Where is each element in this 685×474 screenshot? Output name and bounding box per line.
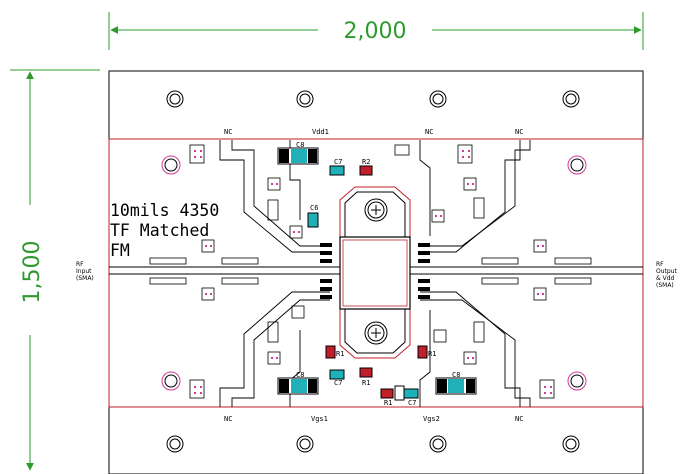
rf-input-label: RF Input (SMA) — [76, 261, 94, 282]
resistor-r1-br — [417, 345, 428, 359]
capacitor-c6 — [307, 212, 319, 228]
pin-label-bottom-1: NC — [224, 415, 232, 423]
label-c7-bl: C7 — [334, 379, 342, 387]
pin-labels: NC Vdd1 NC NC NC Vgs1 Vgs2 NC — [224, 128, 523, 423]
mounting-holes — [166, 90, 580, 453]
height-dimension: 1,500 — [10, 69, 100, 471]
board-notes: 10mils 4350 TF Matched FM — [110, 201, 219, 260]
mount-hole-icon — [296, 90, 314, 108]
rf-input-label-3: (SMA) — [76, 275, 94, 282]
mount-hole-icon — [166, 435, 184, 453]
rf-output-label-1: RF — [656, 261, 664, 268]
capacitor-c8-br — [435, 377, 477, 395]
mount-hole-icon — [296, 435, 314, 453]
rf-input-label-1: RF — [76, 261, 84, 268]
component-labels: C8 C7 R2 C6 C8 C7 R1 R1 R1 C7 C8 R1 — [296, 141, 460, 407]
mount-hole-icon — [429, 90, 447, 108]
pin-label-bottom-3: Vgs2 — [423, 415, 440, 423]
pin-label-top-2: Vdd1 — [312, 128, 329, 136]
pin-label-bottom-2: Vgs1 — [311, 415, 328, 423]
height-dimension-label: 1,500 — [20, 241, 45, 304]
tuning-pads — [149, 144, 592, 399]
corner-vias — [161, 155, 587, 391]
label-c8-br: C8 — [452, 371, 460, 379]
resistor-r1-bl — [325, 345, 336, 359]
label-c8-top: C8 — [296, 141, 304, 149]
screw-icon — [364, 321, 388, 345]
label-c8-bl: C8 — [296, 371, 304, 379]
resistor-r2 — [359, 165, 373, 176]
label-r1-bl: R1 — [336, 350, 344, 358]
bias-traces — [219, 140, 531, 407]
via-dots — [194, 150, 552, 394]
width-dimension-label: 2,000 — [344, 19, 407, 44]
rf-output-label: RF Output & Vdd (SMA) — [656, 261, 677, 289]
mount-hole-icon — [166, 90, 184, 108]
device-leads — [320, 243, 430, 299]
resistors — [325, 165, 428, 401]
via-icon — [567, 155, 587, 175]
via-icon — [161, 155, 181, 175]
mount-hole-icon — [562, 90, 580, 108]
mount-hole-icon — [562, 435, 580, 453]
via-icon — [567, 371, 587, 391]
device-package — [339, 186, 411, 359]
pin-label-bottom-4: NC — [515, 415, 523, 423]
board-note-1: 10mils 4350 — [110, 201, 219, 220]
pin-label-top-3: NC — [425, 128, 433, 136]
resistor-r1-bl2 — [359, 367, 373, 378]
label-c7-top: C7 — [334, 158, 342, 166]
capacitor-c7-top — [329, 165, 345, 176]
capacitor-c8-top — [277, 147, 319, 165]
label-r2-top: R2 — [362, 158, 370, 166]
resistor-r1-bm — [380, 388, 394, 399]
board-note-2: TF Matched — [110, 221, 209, 240]
capacitors — [277, 147, 477, 399]
capacitor-c7-bm — [403, 388, 419, 399]
rf-output-label-2: Output — [656, 268, 677, 275]
screw-icon — [364, 198, 388, 222]
capacitor-c7-bl — [329, 369, 345, 380]
board-note-3: FM — [110, 241, 130, 260]
label-c7-bm: C7 — [408, 399, 416, 407]
rf-output-label-3: & Vdd — [656, 275, 674, 282]
label-r1-bl2: R1 — [362, 379, 370, 387]
mount-hole-icon — [429, 435, 447, 453]
label-c6: C6 — [310, 204, 318, 212]
rf-output-label-4: (SMA) — [656, 282, 674, 289]
capacitor-c8-bl — [277, 377, 319, 395]
pin-label-top-1: NC — [224, 128, 232, 136]
resistor-pad — [394, 385, 405, 401]
label-r1-bm: R1 — [384, 399, 392, 407]
via-icon — [161, 371, 181, 391]
rf-input-label-2: Input — [76, 268, 92, 275]
label-r1-br: R1 — [428, 350, 436, 358]
pin-label-top-4: NC — [515, 128, 523, 136]
width-dimension: 2,000 — [108, 12, 644, 50]
substrate-outline — [108, 138, 644, 408]
